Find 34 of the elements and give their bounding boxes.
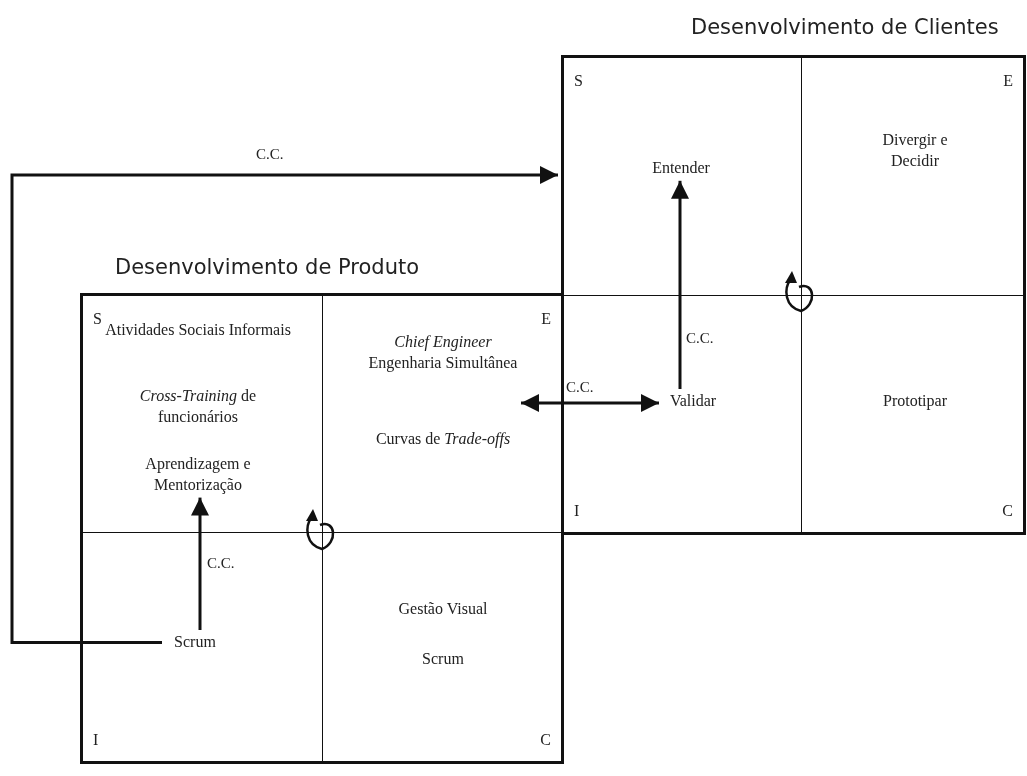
- grid-title: Desenvolvimento de Clientes: [691, 15, 999, 39]
- quadrant-letter: E: [1003, 72, 1013, 90]
- quadrant-letter: E: [541, 310, 551, 328]
- quadrant-letter: S: [574, 72, 583, 90]
- quadrant-cell: [80, 293, 323, 533]
- practice-label: Validar: [662, 391, 724, 412]
- arrow: [10, 166, 558, 644]
- practice-label: Scrum: [393, 649, 493, 670]
- quadrant-cell: [561, 55, 802, 296]
- practice-label: Divergir e Decidir: [882, 130, 948, 172]
- arrow: [191, 497, 209, 630]
- quadrant-letter: S: [93, 310, 102, 328]
- practice-label: Engenharia Simultânea: [343, 353, 543, 374]
- practice-label: Curvas de Trade-offs: [368, 429, 518, 450]
- quadrant-cell: [801, 55, 1026, 296]
- practice-label: Aprendizagem e Mentorização: [118, 454, 278, 496]
- arrow: [521, 394, 659, 412]
- practice-label: Prototipar: [855, 391, 975, 412]
- practice-label: Gestão Visual: [373, 599, 513, 620]
- arrow: [671, 180, 689, 389]
- quadrant-letter: C: [1002, 502, 1013, 520]
- quadrant-letter: I: [574, 502, 580, 520]
- practice-label: Chief Engineer: [343, 332, 543, 353]
- quadrant-letter: I: [93, 731, 99, 749]
- quadrant-cell: [801, 295, 1026, 535]
- quadrant-grid: [80, 255, 564, 764]
- practice-label: Atividades Sociais Informais: [103, 320, 293, 341]
- quadrant-cell: [322, 532, 564, 764]
- practice-label: Entender: [636, 158, 726, 179]
- practice-label: Scrum: [165, 632, 225, 653]
- quadrant-letter: C: [540, 731, 551, 749]
- practice-label: Cross-Training de funcionários: [103, 386, 293, 428]
- grid-title: Desenvolvimento de Produto: [115, 255, 420, 279]
- quadrant-grid: [561, 15, 1026, 535]
